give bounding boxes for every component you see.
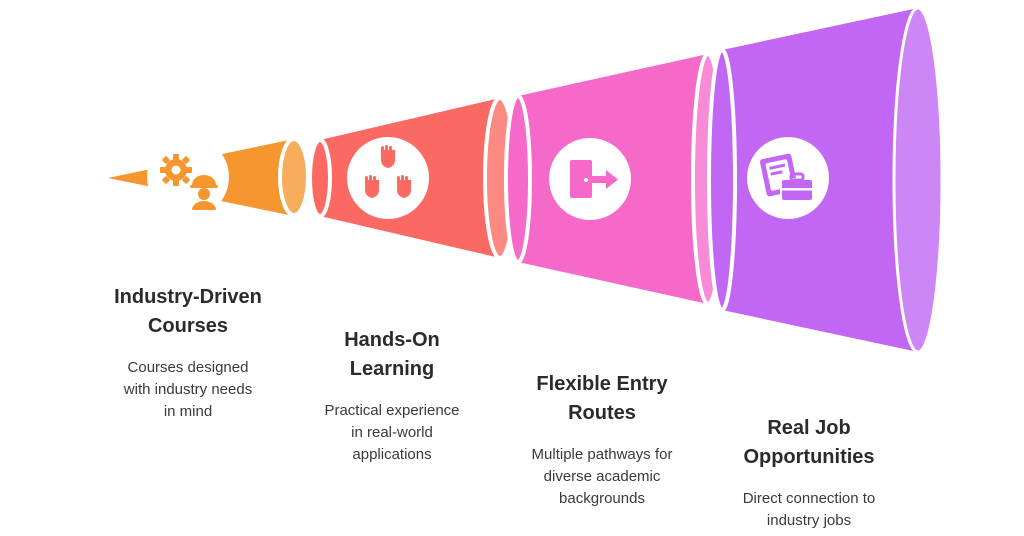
step-description-line: industry jobs bbox=[766, 512, 852, 529]
step-title-line: Real Job bbox=[767, 417, 851, 439]
segment-orange-rim bbox=[278, 137, 310, 217]
step-description-line: backgrounds bbox=[559, 490, 645, 507]
step-title-line: Courses bbox=[147, 315, 229, 337]
step-hands-on: Hands-On Learning Practical experience i… bbox=[298, 326, 486, 466]
step-title-line: Industry-Driven bbox=[114, 286, 262, 308]
step-description-line: Courses designed bbox=[127, 359, 249, 376]
segment-purple-cap bbox=[894, 8, 942, 352]
door-exit-icon bbox=[549, 138, 631, 220]
segment-purple-left-rim bbox=[707, 48, 737, 312]
briefcase-icon bbox=[747, 137, 829, 219]
step-description-line: diverse academic bbox=[543, 468, 661, 485]
step-real-job: Real Job Opportunities Direct connection… bbox=[716, 414, 902, 532]
step-title-line: Opportunities bbox=[743, 446, 875, 468]
gear-worker-icon bbox=[147, 136, 229, 218]
step-description-line: with industry needs bbox=[123, 381, 253, 398]
segment-orange-cap bbox=[280, 139, 308, 215]
step-title-line: Hands-On bbox=[344, 329, 440, 351]
step-description-line: in mind bbox=[163, 403, 213, 420]
step-description-line: applications bbox=[352, 446, 432, 463]
step-description-line: in real-world bbox=[351, 424, 433, 441]
segment-purple-rim bbox=[892, 6, 944, 354]
step-title-line: Learning bbox=[349, 358, 435, 380]
segment-coral-left-rim bbox=[308, 138, 332, 218]
step-description-line: Practical experience bbox=[324, 402, 460, 419]
segment-pink-left-rim bbox=[504, 94, 532, 264]
step-flexible-entry: Flexible Entry Routes Multiple pathways … bbox=[510, 370, 694, 510]
step-description-line: Multiple pathways for bbox=[531, 446, 673, 463]
raised-hands-icon bbox=[347, 137, 429, 219]
step-industry-driven: Industry-Driven Courses Courses designed… bbox=[88, 283, 288, 423]
step-description-line: Direct connection to bbox=[742, 490, 876, 507]
step-title-line: Flexible Entry bbox=[536, 373, 668, 395]
step-title-line: Routes bbox=[568, 402, 636, 424]
